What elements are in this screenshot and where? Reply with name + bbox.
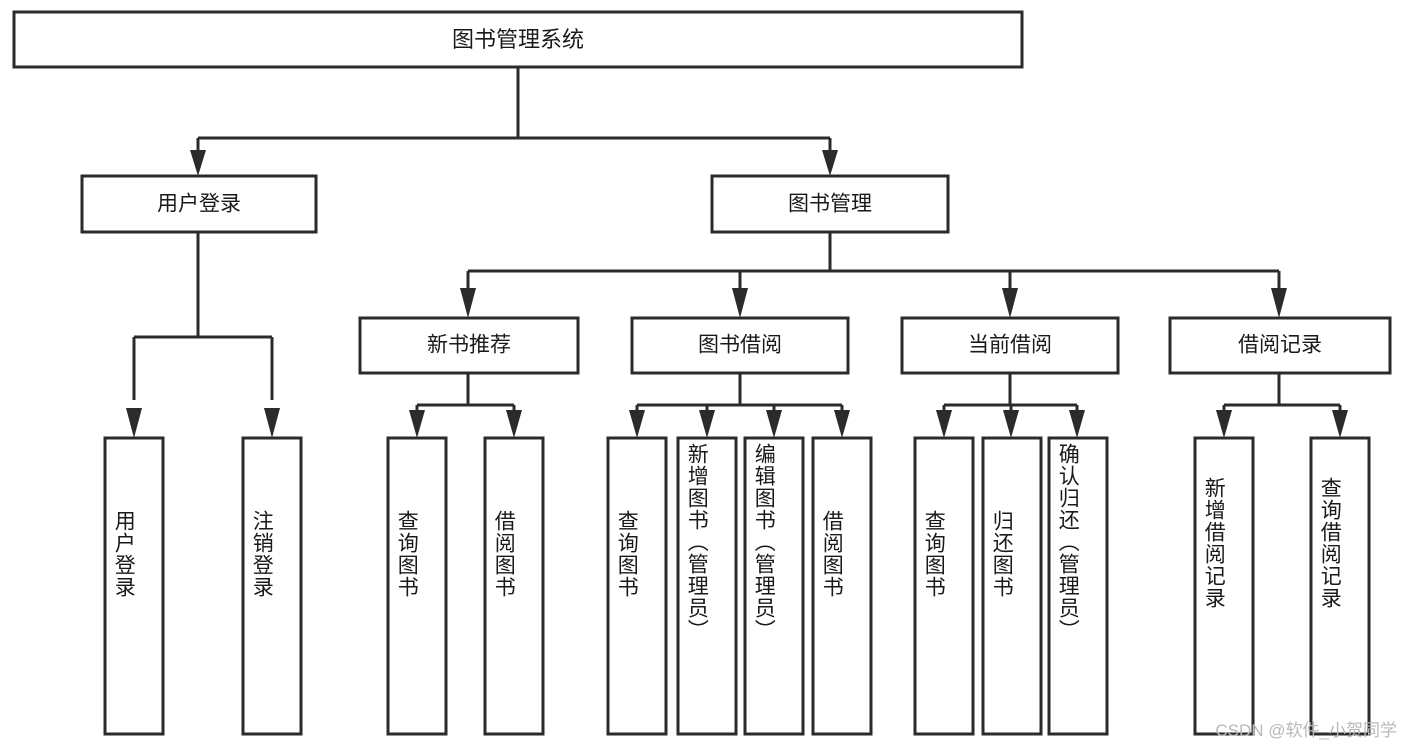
arrow-head-leaf-edit-book [766, 410, 782, 438]
node-current-borrow-box[interactable] [900, 316, 1120, 375]
node-book-borrow-label: 图书借阅 [698, 334, 782, 357]
node-book-manage-label: 图书管理 [788, 193, 872, 216]
arrow-head-leaf-user-login [126, 408, 142, 438]
arrow-head-leaf-add-book [699, 410, 715, 438]
node-new-book-recommend-box[interactable] [358, 316, 580, 375]
node-user-login-box[interactable] [80, 174, 318, 234]
arrow-head-leaf-query-record [1332, 410, 1348, 438]
node-leaf-add-book-box[interactable] [676, 436, 738, 736]
node-leaf-add-record-box[interactable] [1193, 436, 1255, 736]
node-leaf-confirm-return-box[interactable] [1047, 436, 1109, 736]
arrow-head-current-borrow [1002, 288, 1018, 318]
node-root-box[interactable] [12, 10, 1024, 69]
node-leaf-edit-book-box[interactable] [743, 436, 805, 736]
arrow-head-leaf-confirm-return [1069, 410, 1085, 438]
arrow-head-leaf-query-book-3 [936, 410, 952, 438]
node-leaf-borrow-book-1-box[interactable] [483, 436, 545, 736]
node-borrow-record-label: 借阅记录 [1238, 334, 1322, 357]
node-borrow-record-box[interactable] [1168, 316, 1392, 375]
node-leaf-query-book-3-box[interactable] [913, 436, 975, 736]
arrow-head-leaf-return-book [1003, 410, 1019, 438]
arrow-head-leaf-add-record [1216, 410, 1232, 438]
node-new-book-recommend-label: 新书推荐 [427, 334, 511, 357]
csdn-watermark: CSDN @软件_小贺同学 [1215, 721, 1397, 740]
arrow-head-leaf-logout [264, 408, 280, 438]
node-leaf-return-book-box[interactable] [981, 436, 1043, 736]
arrow-head-new-book-recommend [460, 288, 476, 318]
node-current-borrow-label: 当前借阅 [968, 334, 1052, 357]
arrow-head-leaf-borrow-book-2 [834, 410, 850, 438]
arrow-head-user-login [190, 150, 206, 176]
node-layer: 图书管理系统 用户登录 图书管理 新书推荐 图书借阅 当前借阅 借阅记录 [12, 10, 1392, 736]
arrow-head-leaf-query-book-2 [629, 410, 645, 438]
node-leaf-logout-box[interactable] [241, 436, 303, 736]
node-root-label: 图书管理系统 [452, 27, 584, 52]
node-user-login-label: 用户登录 [157, 193, 241, 216]
arrow-head-borrow-record [1271, 288, 1287, 318]
arrow-head-leaf-borrow-book-1 [506, 410, 522, 438]
node-leaf-user-login-box[interactable] [103, 436, 165, 736]
node-book-borrow-box[interactable] [630, 316, 850, 375]
arrow-head-book-manage [822, 150, 838, 176]
arrow-head-book-borrow [732, 288, 748, 318]
node-leaf-query-record-box[interactable] [1309, 436, 1371, 736]
node-leaf-query-book-2-box[interactable] [606, 436, 668, 736]
node-leaf-borrow-book-2-box[interactable] [811, 436, 873, 736]
connector-layer [126, 67, 1348, 438]
node-leaf-query-book-1-box[interactable] [386, 436, 448, 736]
node-book-manage-box[interactable] [710, 174, 950, 234]
arrow-head-leaf-query-book-1 [409, 410, 425, 438]
